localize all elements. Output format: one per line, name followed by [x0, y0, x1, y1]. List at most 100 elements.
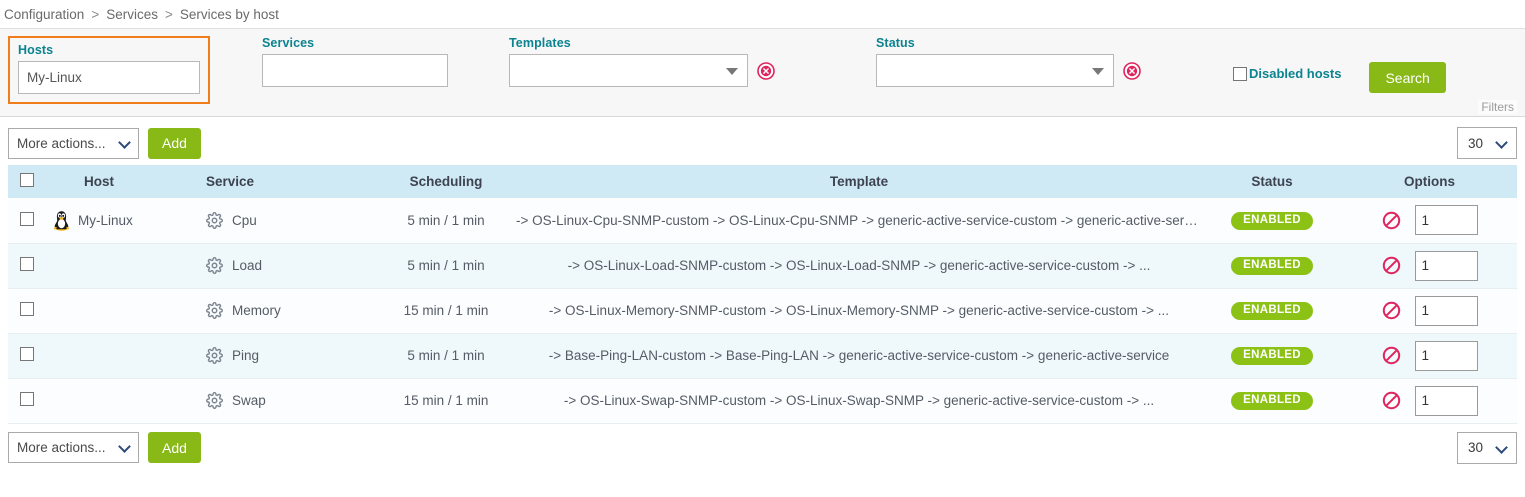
template-cell: -> OS-Linux-Swap-SNMP-custom -> OS-Linux…	[516, 378, 1202, 424]
gear-icon	[206, 257, 223, 274]
chevron-down-icon	[118, 440, 131, 453]
disable-service-icon[interactable]	[1382, 391, 1401, 410]
table-header-row: Host Service Scheduling Template Status …	[8, 165, 1517, 198]
page-size-select-bottom[interactable]: 30	[1457, 431, 1517, 464]
templates-filter-label: Templates	[509, 36, 571, 50]
host-cell	[46, 243, 196, 289]
page-size-value-top: 30	[1468, 135, 1484, 151]
disabled-hosts-checkbox-wrap[interactable]: Disabled hosts	[1233, 66, 1341, 81]
templates-select-wrap	[509, 54, 748, 87]
breadcrumb-item-services-by-host[interactable]: Services by host	[179, 6, 279, 22]
gear-icon	[206, 392, 223, 409]
add-button-top[interactable]: Add	[148, 127, 201, 159]
gear-icon	[206, 347, 223, 364]
status-badge: ENABLED	[1231, 256, 1313, 276]
row-checkbox[interactable]	[20, 302, 34, 316]
scheduling-cell: 15 min / 1 min	[376, 288, 516, 334]
services-table-wrap: Host Service Scheduling Template Status …	[0, 165, 1525, 424]
row-select-cell	[8, 333, 46, 379]
status-badge: ENABLED	[1231, 301, 1313, 321]
search-button[interactable]: Search	[1369, 62, 1446, 93]
filter-group-services: Services	[262, 36, 448, 87]
options-input[interactable]	[1414, 340, 1478, 371]
row-checkbox[interactable]	[20, 211, 34, 226]
services-filter-label: Services	[262, 36, 315, 50]
templates-select[interactable]	[509, 54, 748, 87]
options-cell	[1342, 198, 1517, 244]
table-header: Host Service Scheduling Template Status …	[8, 165, 1517, 198]
options-cell	[1342, 333, 1517, 379]
status-cell: ENABLED	[1202, 333, 1342, 379]
template-cell: -> OS-Linux-Load-SNMP-custom -> OS-Linux…	[516, 243, 1202, 289]
page-size-select-top[interactable]: 30	[1457, 127, 1517, 159]
service-name[interactable]: Memory	[232, 303, 281, 318]
row-checkbox[interactable]	[20, 347, 34, 361]
options-input[interactable]	[1414, 385, 1478, 416]
column-header-host[interactable]: Host	[46, 165, 196, 198]
disable-service-icon[interactable]	[1382, 301, 1401, 320]
breadcrumb-item-services[interactable]: Services	[106, 6, 158, 22]
page-size-value-bottom: 30	[1468, 440, 1484, 455]
options-input[interactable]	[1414, 250, 1478, 281]
template-cell: -> OS-Linux-Memory-SNMP-custom -> OS-Lin…	[516, 288, 1202, 334]
column-header-status[interactable]: Status	[1202, 165, 1342, 198]
status-cell: ENABLED	[1202, 288, 1342, 334]
hosts-input[interactable]	[18, 61, 200, 94]
toolbar-top: More actions... Add 30	[0, 117, 1525, 165]
column-header-service[interactable]: Service	[196, 165, 376, 198]
service-name[interactable]: Cpu	[232, 212, 257, 228]
more-actions-label-bottom: More actions...	[17, 440, 106, 455]
template-cell: -> Base-Ping-LAN-custom -> Base-Ping-LAN…	[516, 333, 1202, 379]
gear-icon	[206, 211, 223, 229]
clear-status-icon[interactable]	[1123, 62, 1141, 80]
options-input[interactable]	[1414, 295, 1478, 326]
column-header-scheduling[interactable]: Scheduling	[376, 165, 516, 198]
status-select[interactable]	[876, 54, 1114, 87]
service-cell: Memory	[196, 288, 376, 334]
filters-panel-tag: Filters	[1478, 100, 1517, 114]
scheduling-cell: 5 min / 1 min	[376, 333, 516, 379]
host-cell	[46, 288, 196, 334]
filter-group-status: Status	[876, 36, 1141, 87]
select-all-checkbox[interactable]	[20, 173, 34, 187]
breadcrumb-item-configuration[interactable]: Configuration	[4, 6, 85, 22]
service-name[interactable]: Load	[232, 258, 263, 273]
service-name[interactable]: Swap	[232, 393, 266, 408]
scheduling-cell: 15 min / 1 min	[376, 378, 516, 424]
linux-tux-icon	[52, 210, 71, 231]
host-cell: My-Linux	[46, 198, 196, 244]
status-cell: ENABLED	[1202, 378, 1342, 424]
scheduling-cell: 5 min / 1 min	[376, 198, 516, 244]
host-cell	[46, 333, 196, 379]
clear-templates-icon[interactable]	[757, 62, 775, 80]
column-header-template[interactable]: Template	[516, 165, 1202, 198]
status-filter-label: Status	[876, 36, 915, 50]
host-name[interactable]: My-Linux	[78, 212, 133, 228]
row-select-cell	[8, 243, 46, 289]
row-checkbox[interactable]	[20, 392, 34, 406]
more-actions-select-top[interactable]: More actions...	[8, 127, 139, 159]
disable-service-icon[interactable]	[1382, 346, 1401, 365]
breadcrumb: Configuration > Services > Services by h…	[0, 0, 1525, 28]
status-badge: ENABLED	[1231, 346, 1313, 366]
service-name[interactable]: Ping	[232, 348, 260, 363]
table-row: Ping 5 min / 1 min-> Base-Ping-LAN-custom…	[8, 333, 1517, 379]
gear-icon	[206, 302, 223, 319]
row-checkbox[interactable]	[20, 257, 34, 271]
status-cell: ENABLED	[1202, 243, 1342, 289]
row-select-cell	[8, 288, 46, 334]
more-actions-select-bottom[interactable]: More actions...	[8, 432, 139, 463]
toolbar-bottom: More actions... Add 30	[0, 423, 1525, 472]
disabled-hosts-checkbox[interactable]	[1233, 66, 1247, 81]
row-select-cell	[8, 378, 46, 424]
options-input[interactable]	[1414, 205, 1478, 236]
disable-service-icon[interactable]	[1382, 211, 1401, 230]
status-cell: ENABLED	[1202, 198, 1342, 244]
breadcrumb-separator: >	[164, 6, 173, 22]
add-button-bottom[interactable]: Add	[148, 432, 201, 463]
services-input[interactable]	[262, 54, 448, 87]
disable-service-icon[interactable]	[1382, 256, 1401, 275]
